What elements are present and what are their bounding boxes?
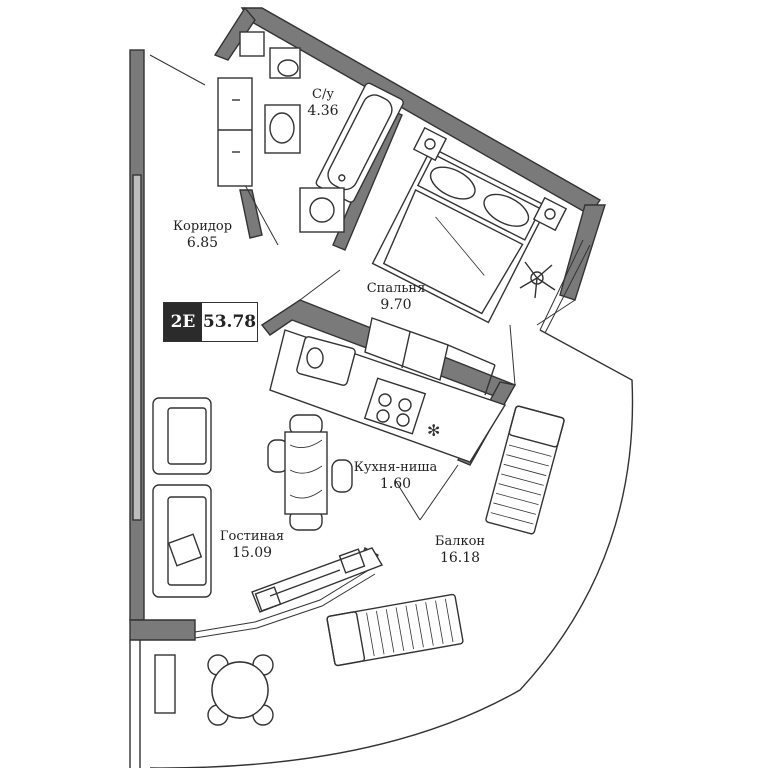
room-area: 16.18 bbox=[439, 550, 481, 566]
sofa bbox=[152, 484, 212, 598]
room-name: Спальня bbox=[366, 281, 426, 296]
nightstand-right bbox=[532, 196, 568, 232]
room-area: 6.85 bbox=[186, 235, 219, 251]
living-window bbox=[194, 567, 373, 633]
washing-machine bbox=[299, 187, 345, 233]
room-name: Гостиная bbox=[219, 529, 285, 544]
dining-table bbox=[267, 414, 353, 531]
tv-console bbox=[251, 547, 384, 613]
wall-bottom-left bbox=[129, 619, 196, 641]
bed bbox=[371, 146, 549, 324]
room-area: 4.36 bbox=[307, 103, 339, 119]
room-area: 9.70 bbox=[380, 297, 412, 313]
room-area: 15.09 bbox=[231, 545, 273, 561]
living-furniture bbox=[152, 397, 384, 613]
kitchen-fixtures: ✻ bbox=[269, 317, 507, 463]
room-label-corridor: Коридор 6.85 bbox=[165, 218, 240, 252]
room-label-balcony: Балкон 16.18 bbox=[425, 533, 495, 567]
room-label-bathroom: С/у 4.36 bbox=[298, 86, 348, 120]
room-area: 1.60 bbox=[379, 476, 412, 492]
bedroom-furniture bbox=[371, 126, 568, 324]
vanity bbox=[217, 77, 253, 187]
apartment-total-area: 53.78 bbox=[202, 312, 257, 332]
room-name: Балкон bbox=[434, 534, 486, 549]
balcony-furniture bbox=[154, 405, 565, 726]
wall-bath-lower bbox=[239, 189, 263, 239]
stove bbox=[363, 377, 427, 435]
lounger-upper bbox=[485, 405, 565, 535]
fridge-icon: ✻ bbox=[427, 421, 440, 440]
lounger-lower bbox=[326, 593, 464, 667]
room-name: Кухня-ниша bbox=[353, 460, 438, 475]
balcony-table bbox=[154, 654, 274, 726]
wall-left-window bbox=[132, 174, 142, 521]
room-name: С/у bbox=[312, 87, 334, 102]
wall-bedroom-right bbox=[559, 204, 606, 301]
room-label-kitchen: Кухня-ниша 1.60 bbox=[348, 459, 443, 493]
bathroom-fixtures bbox=[217, 31, 404, 233]
room-label-living: Гостиная 15.09 bbox=[212, 528, 292, 562]
balcony-outline bbox=[129, 329, 634, 768]
nightstand-left bbox=[412, 126, 448, 162]
thin-lines bbox=[149, 54, 516, 521]
apartment-badge: 2E 53.78 bbox=[163, 302, 258, 342]
armchair bbox=[152, 397, 212, 475]
room-name: Коридор bbox=[172, 219, 233, 234]
room-label-bedroom: Спальня 9.70 bbox=[360, 280, 432, 314]
wall-bath-left bbox=[213, 6, 256, 61]
apartment-type: 2E bbox=[164, 303, 202, 341]
glazing bbox=[194, 239, 591, 639]
plant-icon bbox=[519, 261, 556, 299]
